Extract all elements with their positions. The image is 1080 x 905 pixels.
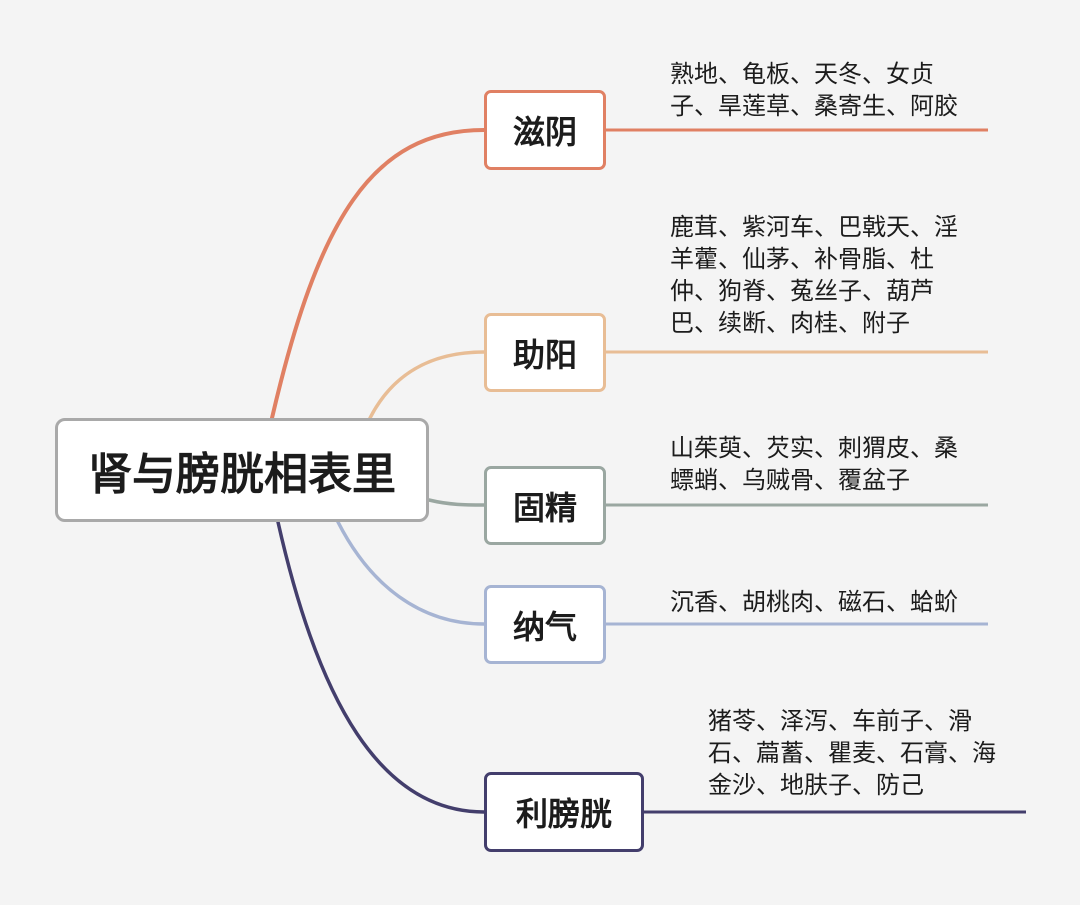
branch-node-zi-yin: 滋阴 [484, 90, 606, 170]
leaf-line: 羊藿、仙茅、补骨脂、杜 [670, 245, 934, 273]
branch-node-na-qi: 纳气 [484, 585, 606, 664]
leaf-text-na-qi: 沉香、胡桃肉、磁石、蛤蚧 [670, 586, 958, 618]
leaf-line: 猪苓、泽泻、车前子、滑 [708, 707, 972, 735]
leaf-text-li-pang-guang: 猪苓、泽泻、车前子、滑 石、萹蓄、瞿麦、石膏、海 金沙、地肤子、防己 [708, 705, 996, 801]
leaf-line: 沉香、胡桃肉、磁石、蛤蚧 [670, 588, 958, 616]
edge-na-qi [336, 520, 486, 626]
edge-gu-jing [427, 498, 486, 507]
branch-label: 利膀胱 [515, 795, 612, 833]
leaf-line: 鹿茸、紫河车、巴戟天、淫 [670, 213, 958, 241]
branch-label: 固精 [512, 488, 577, 527]
branch-node-li-pang-guang: 利膀胱 [484, 772, 644, 852]
leaf-line: 仲、狗脊、菟丝子、葫芦 [670, 277, 934, 305]
edge-li-pang-guang [276, 520, 486, 814]
leaf-text-zi-yin: 熟地、龟板、天冬、女贞 子、旱莲草、桑寄生、阿胶 [670, 58, 958, 122]
leaf-text-gu-jing: 山茱萸、芡实、刺猬皮、桑 螵蛸、乌贼骨、覆盆子 [670, 432, 958, 496]
leaf-line: 巴、续断、肉桂、附子 [670, 309, 910, 337]
leaf-line: 石、萹蓄、瞿麦、石膏、海 [708, 739, 996, 767]
leaf-line: 熟地、龟板、天冬、女贞 [670, 60, 934, 88]
branch-label: 纳气 [512, 607, 577, 646]
leaf-line: 金沙、地肤子、防己 [708, 771, 924, 799]
branch-node-zhu-yang: 助阳 [484, 313, 606, 392]
edge-zhu-yang [368, 350, 486, 420]
branch-label: 滋阴 [512, 113, 577, 151]
branch-node-gu-jing: 固精 [484, 466, 606, 545]
leaf-line: 螵蛸、乌贼骨、覆盆子 [670, 466, 910, 494]
branch-label: 助阳 [512, 335, 577, 374]
leaf-line: 子、旱莲草、桑寄生、阿胶 [670, 92, 958, 120]
root-node: 肾与膀胱相表里 [55, 418, 429, 522]
edge-zi-yin [270, 128, 486, 420]
leaf-text-zhu-yang: 鹿茸、紫河车、巴戟天、淫 羊藿、仙茅、补骨脂、杜 仲、狗脊、菟丝子、葫芦 巴、续… [670, 211, 958, 339]
leaf-line: 山茱萸、芡实、刺猬皮、桑 [670, 434, 958, 462]
